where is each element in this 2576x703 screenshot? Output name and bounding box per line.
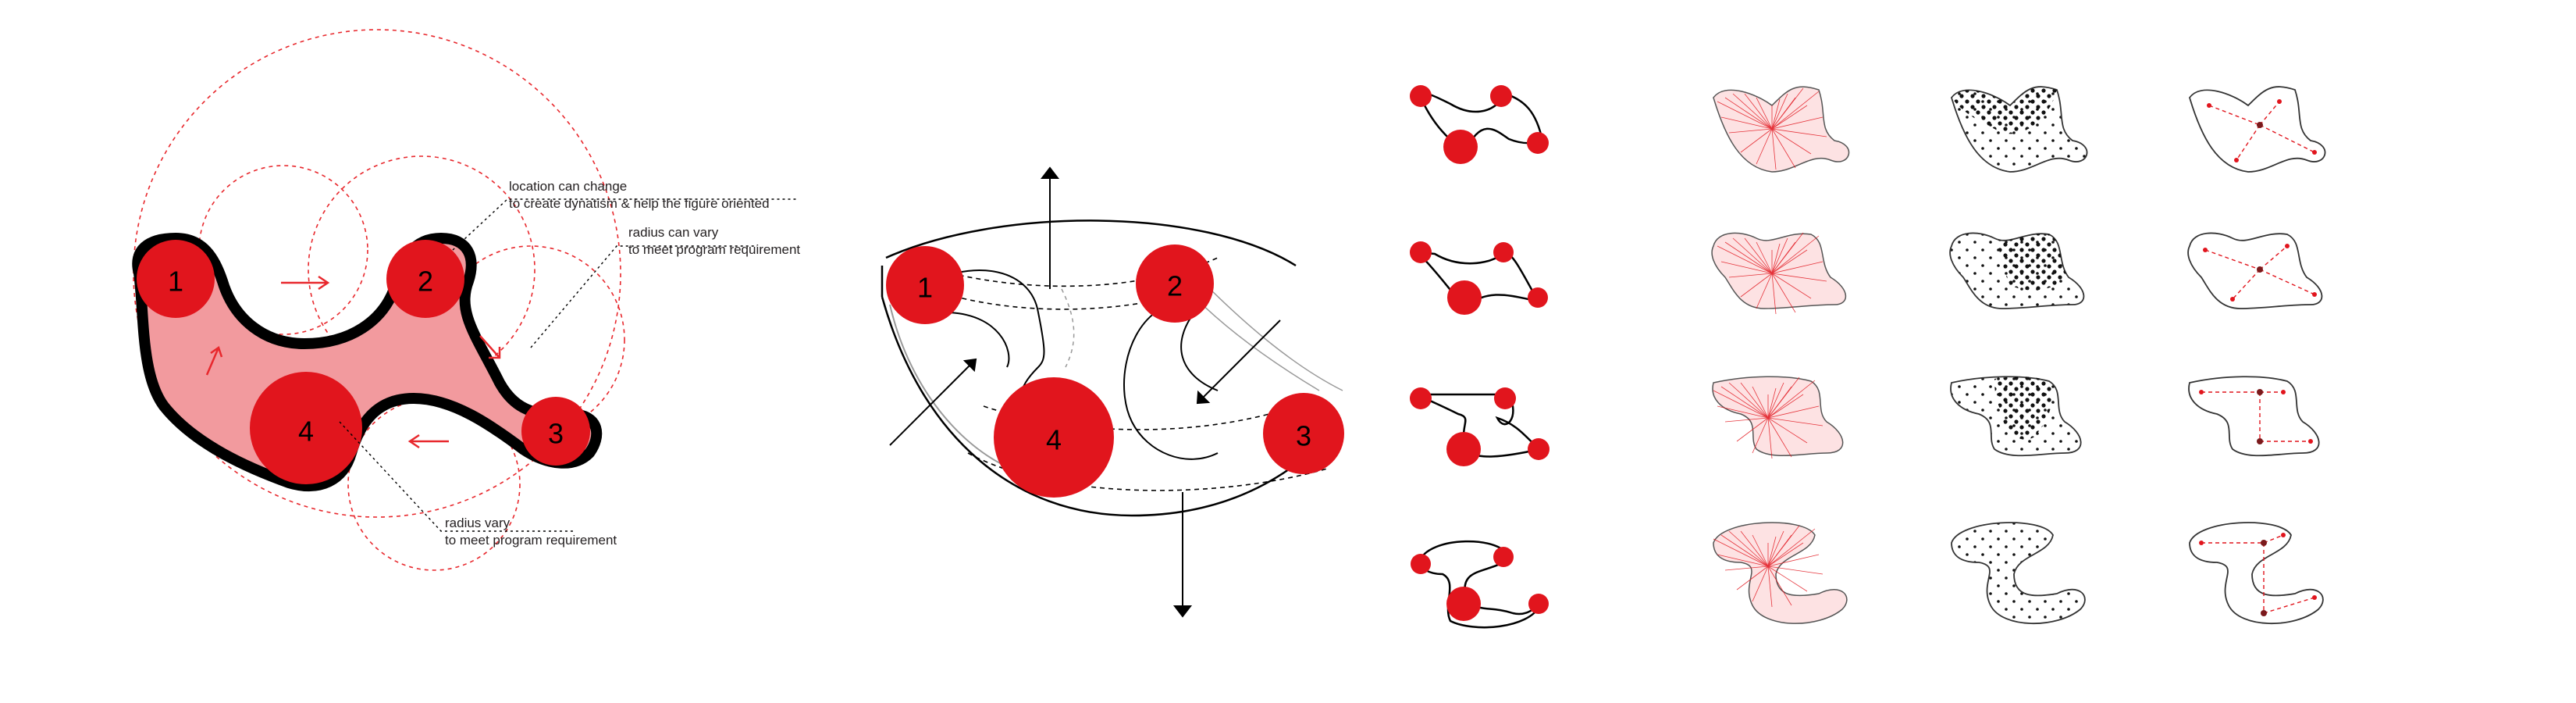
- leader-radius2: [339, 421, 574, 532]
- 3d-label-1: 1: [917, 272, 933, 304]
- hatch-3: [1712, 376, 1844, 459]
- grid-column-node-variation: [1410, 85, 1550, 629]
- arrow-up-icon: [205, 346, 223, 376]
- network-4: [2189, 522, 2324, 625]
- hatch-1: [1713, 86, 1850, 173]
- 3d-label-3: 3: [1296, 420, 1311, 452]
- variant-3: [1410, 387, 1550, 466]
- node-label-2: 2: [418, 266, 433, 298]
- node-label-3: 3: [548, 418, 564, 450]
- 3d-label-4: 4: [1046, 424, 1062, 456]
- 3d-node-4: [994, 377, 1114, 498]
- note-radius-1: radius can vary: [628, 225, 719, 240]
- node-1: [137, 240, 215, 318]
- axonometric-diagram: 1 2 3 4: [881, 166, 1344, 618]
- arrow-down-right-icon: [479, 335, 501, 359]
- note-location-2: to create dynatism & help the figure ori…: [509, 196, 770, 211]
- flow-arrows: [205, 275, 501, 449]
- dots-3: [1950, 376, 2082, 457]
- grid-column-dot-pattern: [1949, 86, 2088, 625]
- arrow-left-icon: [407, 434, 449, 449]
- note-radius2-1: radius vary: [445, 516, 511, 530]
- hatch-2: [1711, 232, 1847, 315]
- network-3: [2188, 376, 2320, 457]
- 3d-label-2: 2: [1167, 270, 1183, 302]
- guide-circle-inner: [308, 155, 535, 384]
- note-radius2-2: to meet program requirement: [445, 533, 617, 548]
- main-plan-diagram: 1 2 3 4 location can change to create dy…: [132, 29, 800, 571]
- node-3: [521, 397, 590, 466]
- grid-column-radial-hatch: [1711, 86, 1850, 624]
- node-4: [250, 372, 362, 484]
- node-label-4: 4: [298, 416, 314, 448]
- hatch-4: [1713, 522, 1848, 624]
- leader-radius: [530, 245, 757, 348]
- arrow-right-icon: [281, 275, 330, 291]
- dots-4: [1951, 522, 2086, 625]
- node-label-1: 1: [168, 266, 183, 298]
- note-location-1: location can change: [509, 179, 627, 194]
- grid-column-path-network: [2187, 86, 2326, 625]
- variant-2: [1410, 241, 1548, 315]
- 3d-node-3: [1263, 393, 1344, 474]
- guide-circle-right: [436, 245, 625, 434]
- network-2: [2187, 232, 2323, 309]
- variant-1: [1410, 85, 1549, 164]
- dots-2: [1949, 232, 2085, 309]
- variant-4: [1411, 540, 1549, 629]
- 3d-node-2: [1136, 244, 1214, 323]
- network-1: [2189, 86, 2326, 173]
- dots-1: [1951, 86, 2088, 173]
- guide-circle-top: [198, 165, 368, 335]
- node-2: [386, 240, 464, 318]
- guide-circle-large: [133, 29, 621, 518]
- 3d-node-1: [886, 246, 964, 324]
- guide-circle-bottom: [347, 398, 521, 571]
- note-radius-2: to meet program requirement: [628, 242, 800, 257]
